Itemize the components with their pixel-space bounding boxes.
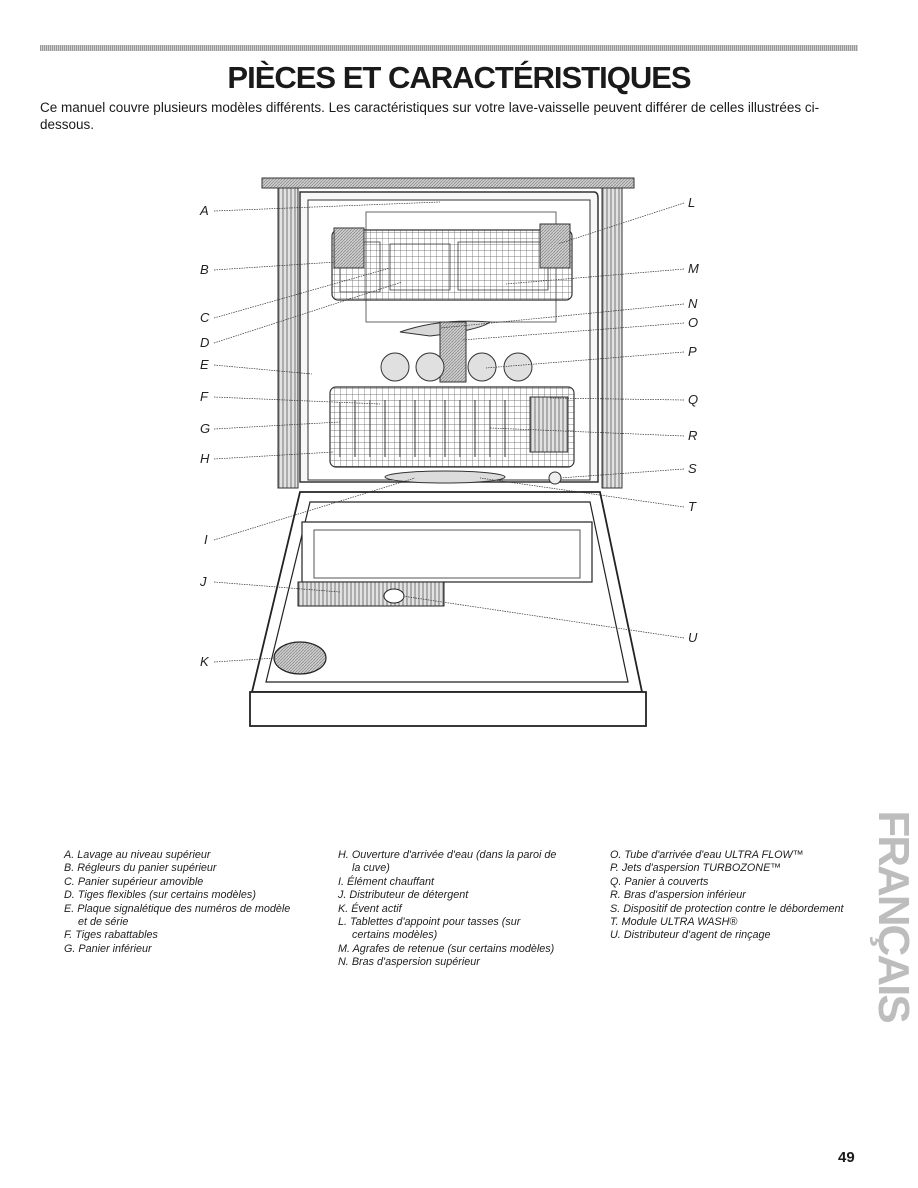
- language-label: FRANÇAIS: [869, 810, 918, 1022]
- callout-letter-o: O: [688, 315, 699, 330]
- language-side-tab: FRANÇAIS: [868, 810, 918, 1021]
- callout-letter-h: H: [200, 451, 210, 466]
- legend-item: E. Plaque signalétique des numéros de mo…: [64, 902, 291, 929]
- legend-item: T. Module ULTRA WASH®: [610, 916, 738, 929]
- legend-item: K. Évent actif: [338, 902, 402, 915]
- callout-letter-j: J: [200, 574, 207, 589]
- callout-letter-t: T: [688, 499, 696, 514]
- legend-item: O. Tube d'arrivée d'eau ULTRA FLOW™: [610, 849, 804, 861]
- callout-letter-a: A: [200, 203, 209, 218]
- legend-column-3: O. Tube d'arrivée d'eau ULTRA FLOW™ P. J…: [610, 849, 846, 943]
- callout-letter-q: Q: [688, 392, 699, 407]
- legend-item: F. Tiges rabattables: [64, 929, 158, 942]
- callout-letter-g: G: [200, 421, 211, 436]
- callout-letter-p: P: [688, 344, 697, 359]
- page-title: PIÈCES ET CARACTÉRISTIQUES: [227, 60, 691, 95]
- legend-column-2: H. Ouverture d'arrivée d'eau (dans la pa…: [338, 849, 558, 970]
- legend-item: Q. Panier à couverts: [610, 875, 709, 888]
- legend-column-1: A. Lavage au niveau supérieur B. Régleur…: [64, 849, 292, 956]
- legend-item: A. Lavage au niveau supérieur: [64, 849, 211, 861]
- legend-item: L. Tablettes d'appoint pour tasses (sur …: [338, 916, 521, 942]
- callout-letter-u: U: [688, 630, 698, 645]
- legend-item: H. Ouverture d'arrivée d'eau (dans la pa…: [338, 849, 557, 875]
- callout-letter-c: C: [200, 310, 210, 325]
- legend-item: R. Bras d'aspersion inférieur: [610, 889, 746, 902]
- page-number: 49: [838, 1149, 855, 1166]
- callout-letter-f: F: [200, 389, 208, 404]
- callout-letter-r: R: [688, 428, 698, 443]
- callout-letter-k: K: [200, 654, 209, 669]
- legend-item: J. Distributeur de détergent: [338, 889, 469, 902]
- legend-item: I. Élément chauffant: [338, 875, 435, 888]
- callout-letter-l: L: [688, 195, 696, 210]
- legend-item: G. Panier inférieur: [64, 942, 152, 955]
- callout-letter-i: I: [204, 532, 208, 547]
- top-rule: [40, 45, 858, 51]
- legend-item: S. Dispositif de protection contre le dé…: [610, 902, 844, 915]
- dishwasher-diagram: A B C D E F G H I J K L M N O P Q R S T …: [190, 172, 710, 732]
- callout-letter-s: S: [688, 461, 697, 476]
- callout-letter-d: D: [200, 335, 210, 350]
- legend-item: C. Panier supérieur amovible: [64, 875, 204, 888]
- legend-item: B. Régleurs du panier supérieur: [64, 862, 217, 875]
- callout-letter-m: M: [688, 261, 699, 276]
- legend-item: M. Agrafes de retenue (sur certains modè…: [338, 942, 555, 955]
- callout-letter-n: N: [688, 296, 698, 311]
- intro-paragraph: Ce manuel couvre plusieurs modèles diffé…: [40, 100, 820, 132]
- dishwasher-illustration: [213, 177, 685, 727]
- legend-item: U. Distributeur d'agent de rinçage: [610, 929, 771, 942]
- legend-item: D. Tiges flexibles (sur certains modèles…: [64, 889, 256, 902]
- legend-item: P. Jets d'aspersion TURBOZONE™: [610, 862, 782, 875]
- callout-letter-e: E: [200, 357, 209, 372]
- callout-letter-b: B: [200, 262, 209, 277]
- legend-item: N. Bras d'aspersion supérieur: [338, 956, 480, 969]
